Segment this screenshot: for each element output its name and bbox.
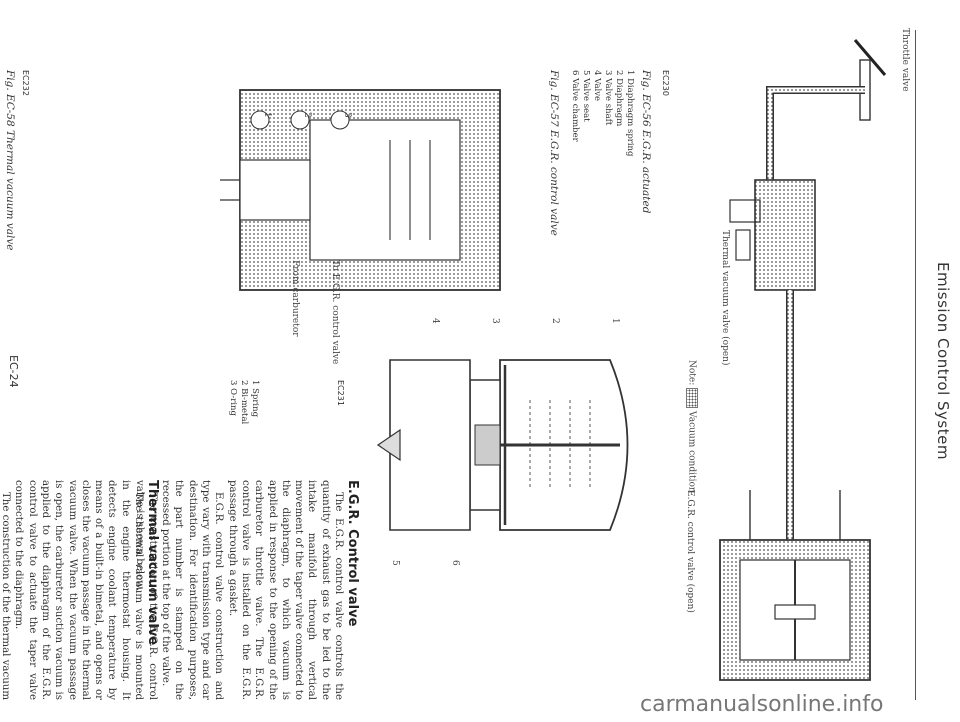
vacuum-note: Note: Vacuum condition — [686, 360, 698, 493]
fig-ec58-caption: Fig. EC-58 Thermal vacuum valve — [4, 70, 16, 251]
throttle-plate — [853, 39, 887, 76]
page-header: Emission Control System — [934, 262, 952, 460]
callout-6: 6 — [450, 560, 460, 566]
fig-ec58-diagram — [220, 89, 501, 291]
thermal-vacuum-valve-body — [754, 179, 816, 291]
egr-section: E.G.R. Control valve The E.G.R. control … — [132, 480, 360, 700]
fig-ec56-code: EC230 — [661, 70, 670, 96]
thermal-vacuum-valve-label: Thermal vacuum valve (open) — [720, 230, 730, 366]
callout-1: 1 — [610, 318, 620, 324]
watermark: carmanualsonline.info — [640, 692, 884, 717]
fig-ec56-caption: Fig. EC-56 E.G.R. actuated — [640, 70, 652, 214]
legend-item: 3 O-ring — [228, 380, 238, 416]
egr-heading: E.G.R. Control valve — [345, 480, 360, 627]
thermal-paragraph-2: The construction of the thermal vacuum v… — [0, 492, 12, 700]
legend-item: 4 Valve — [592, 70, 602, 102]
from-carburetor-label: From carburetor — [290, 260, 300, 337]
thermal-paragraph-1: The thermal vacuum valve is mounted in t… — [13, 480, 144, 700]
throttle-valve-label: Throttle valve — [900, 28, 910, 92]
page-number: EC-24 — [7, 355, 20, 388]
note-text: Vacuum condition — [686, 411, 697, 493]
vacuum-swatch — [686, 388, 698, 409]
fig-ec58-code: EC232 — [21, 70, 30, 96]
thermal-heading: Thermal vacuum valve — [145, 480, 160, 646]
fig-ec57-code: EC231 — [336, 380, 345, 406]
fig-ec57-legend: 1 Diaphragm spring 2 Diaphragm 3 Valve s… — [569, 70, 635, 156]
callout-5: 5 — [390, 560, 400, 566]
thermal-body: The thermal vacuum valve is mounted in t… — [0, 480, 145, 700]
fig-ec57-caption: Fig. EC-57 E.G.R. control valve — [548, 70, 560, 236]
legend-item: 1 Diaphragm spring — [625, 70, 635, 157]
egr-body: The E.G.R. control valve controls the qu… — [132, 480, 345, 700]
legend-item: 2 Bi-metal — [239, 380, 249, 425]
fig-ec57-diagram — [376, 359, 629, 531]
header-rule — [915, 30, 916, 700]
fig58-callout-1: 1 — [262, 112, 272, 118]
egr-paragraph-1: The E.G.R. control valve controls the qu… — [226, 480, 344, 700]
fig-ec56-diagram — [719, 39, 887, 681]
egr-paragraph-2: E.G.R. control valve construction and ty… — [160, 480, 225, 700]
to-egr-label: To E.G.R. control valve — [330, 260, 340, 365]
fig-ec58-legend: 1 Spring 2 Bi-metal 3 O-ring — [227, 380, 260, 424]
legend-item: 2 Diaphragm — [614, 70, 624, 127]
thermal-section: Thermal vacuum valve The thermal vacuum … — [0, 480, 160, 700]
fig58-callout-2: 2 — [302, 112, 312, 118]
bimetal — [389, 140, 431, 240]
legend-item: 1 Spring — [250, 380, 260, 418]
fig58-callout-3: 3 — [342, 112, 352, 118]
note-prefix: Note: — [686, 360, 697, 386]
valve-chamber — [389, 359, 471, 531]
legend-item: 3 Valve shaft — [603, 70, 613, 126]
callout-2: 2 — [550, 318, 560, 324]
legend-item: 5 Valve seat — [581, 70, 591, 122]
legend-item: 6 Valve chamber — [570, 70, 580, 142]
taper-valve — [376, 428, 401, 462]
egr-control-valve-label: E.G.R. control valve (open) — [685, 490, 695, 613]
